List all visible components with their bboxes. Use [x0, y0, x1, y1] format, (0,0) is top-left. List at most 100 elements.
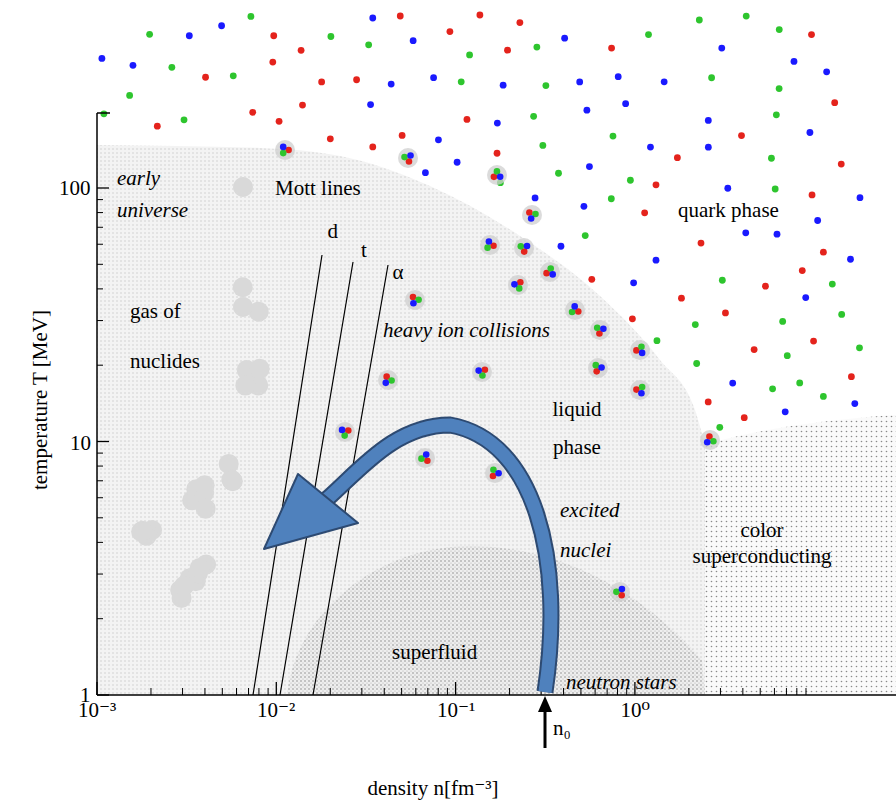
quark-dot — [654, 337, 661, 344]
major-tick — [97, 441, 109, 442]
quark-dot — [517, 279, 524, 286]
minor-tick — [97, 288, 103, 289]
quark-dot — [847, 256, 854, 263]
quark-dot — [569, 309, 576, 316]
quark-dot — [608, 195, 615, 202]
minor-tick — [97, 227, 103, 228]
baryon — [565, 300, 585, 320]
minor-tick — [97, 517, 103, 518]
major-tick — [96, 682, 97, 695]
quark-dot — [722, 310, 729, 317]
quark-dot — [692, 321, 699, 328]
nuclide-blob — [190, 558, 210, 578]
region-label: quark phase — [678, 198, 779, 222]
minor-tick — [204, 688, 205, 695]
baryon — [508, 275, 528, 295]
quark-dot — [645, 31, 652, 38]
line-label: t — [361, 238, 367, 262]
quark-dot — [549, 271, 556, 278]
baryon — [630, 340, 650, 360]
axis-title: temperature T [MeV] — [28, 310, 52, 490]
tick-label: 100 — [59, 176, 91, 200]
quark-dot — [454, 159, 461, 166]
baryon — [487, 165, 507, 185]
tick-label: 10⁻¹ — [437, 698, 475, 722]
quark-dot — [341, 432, 348, 439]
quark-dot — [809, 191, 816, 198]
quark-dot — [547, 265, 554, 272]
quark-dot — [504, 47, 511, 54]
minor-tick — [248, 688, 249, 695]
density-marker — [544, 706, 547, 748]
quark-dot — [772, 186, 779, 193]
quark-dot — [299, 102, 306, 109]
baryon-halo — [590, 320, 610, 340]
minor-tick — [97, 497, 103, 498]
quark-dot — [410, 300, 417, 307]
minor-tick — [384, 688, 385, 695]
quark-dot — [802, 294, 809, 301]
quark-dot — [857, 194, 864, 201]
quark-dot — [327, 135, 334, 142]
baryon-halo — [335, 422, 355, 442]
quark-dot — [799, 267, 806, 274]
quark-dot — [588, 276, 595, 283]
mott-line — [253, 255, 322, 695]
trajectory-arrow — [327, 425, 551, 692]
quark-dot — [647, 144, 654, 151]
minor-tick — [563, 688, 564, 695]
quark-dot — [482, 367, 489, 374]
minor-tick — [786, 688, 787, 695]
y-axis — [97, 112, 110, 114]
baryon — [522, 205, 542, 225]
baryon — [610, 582, 630, 602]
quark-dot — [776, 85, 783, 92]
quark-dot — [729, 380, 736, 387]
baryon-halo — [405, 290, 425, 310]
minor-tick — [97, 199, 103, 200]
quark-dot — [653, 257, 660, 264]
nuclide-blob — [222, 471, 242, 491]
quark-dot — [218, 22, 225, 29]
baryon — [485, 463, 505, 483]
major-tick — [276, 682, 277, 695]
quark-dot — [741, 414, 748, 421]
nuclide-blob — [235, 376, 255, 396]
quark-dot — [269, 59, 276, 66]
baryon — [472, 362, 492, 382]
minor-tick — [97, 264, 103, 265]
quark-dot — [581, 203, 588, 210]
density-marker-head — [538, 696, 552, 712]
quark-dot — [829, 281, 836, 288]
minor-tick — [182, 688, 183, 695]
line-label: d — [328, 219, 339, 243]
quark-dot — [430, 74, 437, 81]
quark-dot — [422, 169, 429, 176]
quark-dot — [181, 116, 188, 123]
quark-dot — [423, 451, 430, 458]
quark-dot — [622, 100, 629, 107]
baryon — [514, 238, 534, 258]
nuclide-blob — [196, 499, 216, 519]
quark-dot — [807, 129, 814, 136]
quark-dot — [851, 400, 858, 407]
minor-tick — [720, 688, 721, 695]
nuclide-symbol — [233, 177, 253, 197]
baryon-halo — [398, 148, 418, 168]
quark-dot — [464, 116, 471, 123]
quark-dot — [708, 74, 715, 81]
baryon-halo — [610, 582, 630, 602]
baryon — [275, 140, 295, 160]
major-tick — [97, 187, 109, 188]
quark-dot — [762, 283, 769, 290]
nuclide-blob — [195, 475, 215, 495]
minor-tick — [796, 688, 797, 695]
baryon — [480, 235, 500, 255]
quark-dot — [517, 243, 524, 250]
quark-dot — [401, 154, 408, 161]
quark-dot — [693, 360, 700, 367]
quark-dot — [705, 398, 712, 405]
quark-dot — [576, 78, 583, 85]
quark-dot — [494, 150, 501, 157]
graphic — [99, 12, 864, 608]
